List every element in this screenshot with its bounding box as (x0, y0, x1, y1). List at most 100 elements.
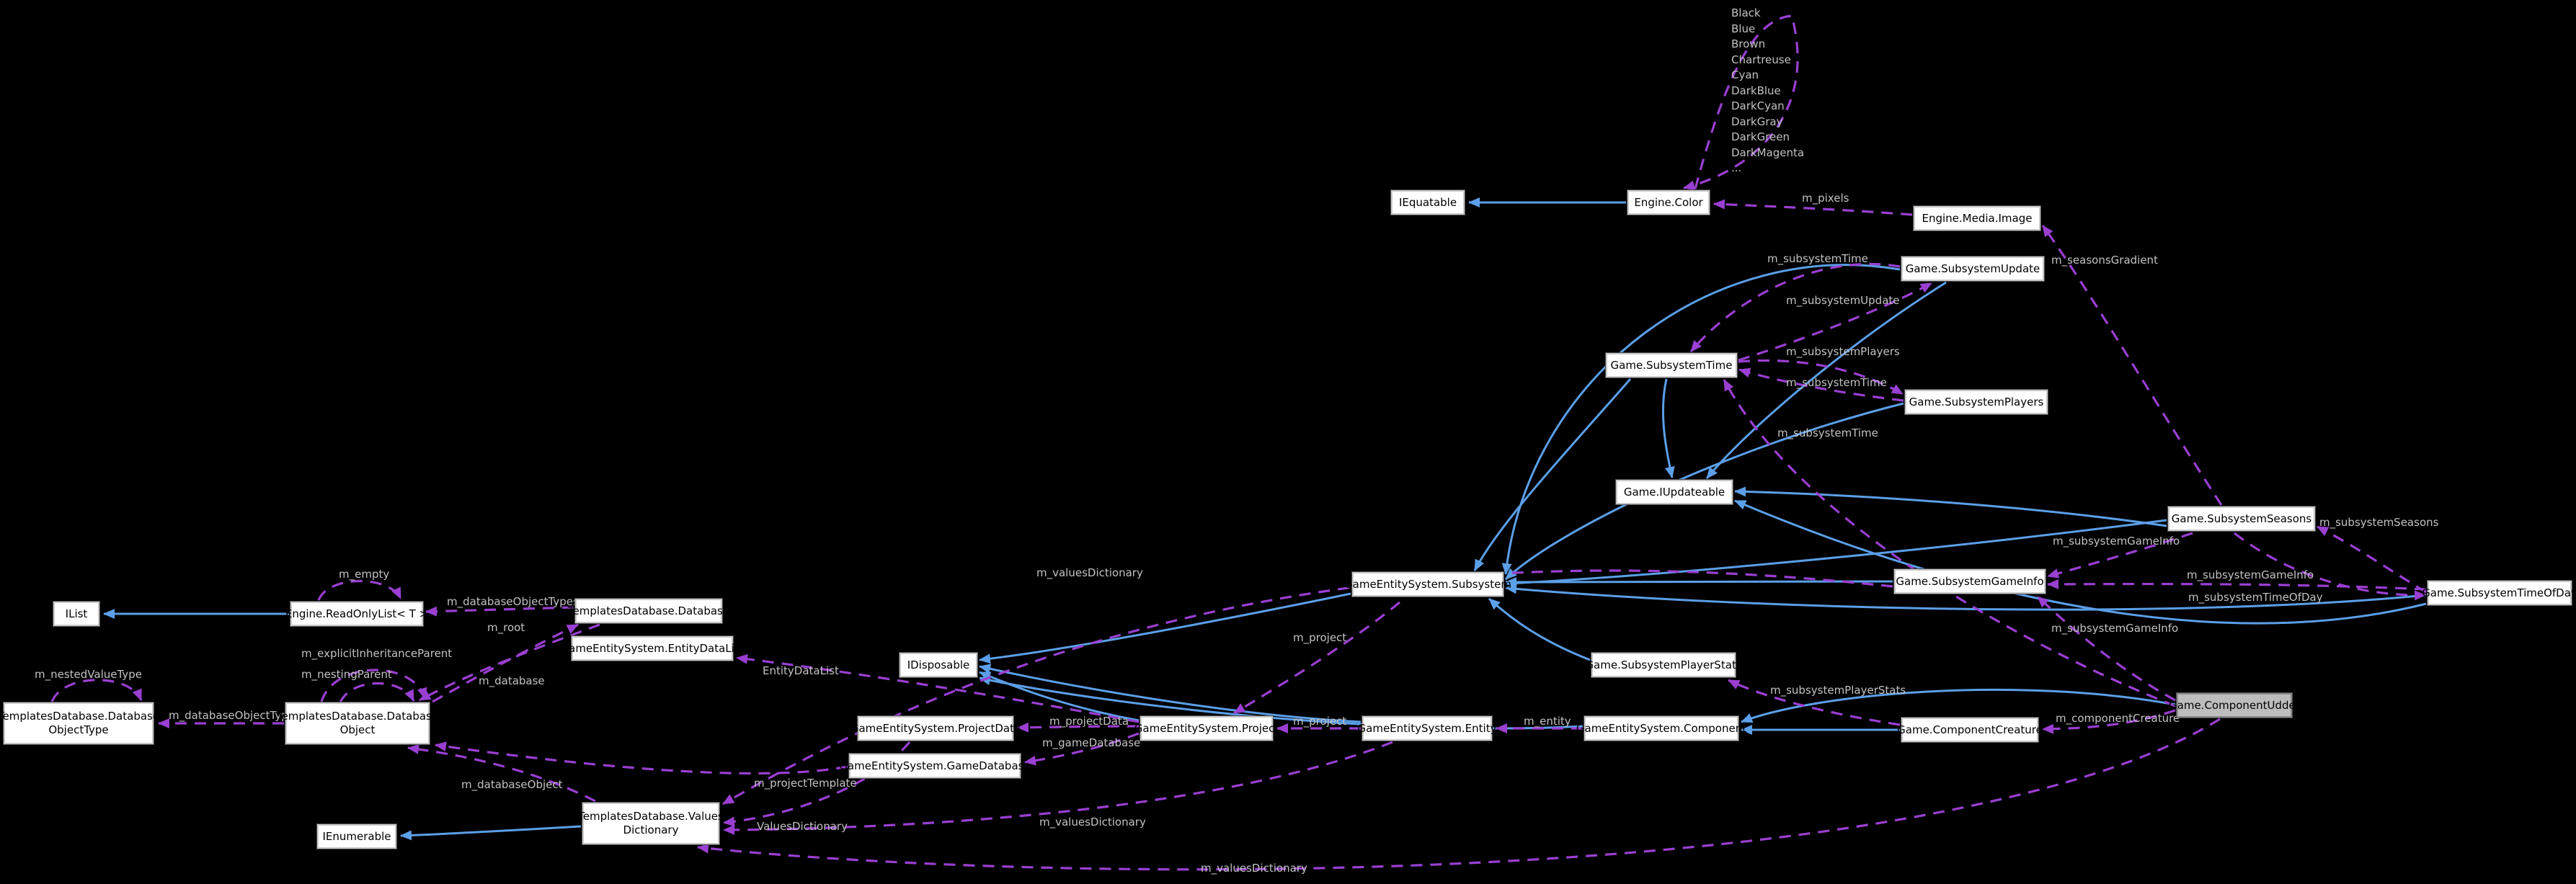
class-node-label: Engine.ReadOnlyList< T > (285, 607, 429, 620)
class-node-label: Game.SubsystemSeasons (2171, 512, 2312, 525)
class-node-label: Engine.Media.Image (1922, 211, 2033, 225)
class-node-label: GameEntitySystem.ProjectData (850, 721, 1021, 735)
class-node-label: GameEntitySystem.Component (1576, 721, 1747, 735)
usage-edge-database-databaseobject (419, 623, 600, 702)
edge-label-subsystemtime-subsystemupdate: m_subsystemUpdate (1786, 294, 1900, 308)
inheritance-edge-gesubsystem-idisposable (979, 592, 1351, 664)
usage-edge-project-gamedatabase (1024, 732, 1140, 766)
class-node-readonlylist[interactable]: Engine.ReadOnlyList< T > (285, 602, 428, 626)
class-node-iupdateable[interactable]: Game.IUpdateable (1616, 480, 1733, 504)
inheritance-edge-subsystemtimeofday-iupdateable (1734, 499, 2427, 625)
edge-label-database-databaseobject: m_root (487, 621, 525, 635)
edge-label-seasons-gameinfo: m_subsystemGameInfo (2053, 535, 2180, 548)
edge-label-subsystemplayers-subsystemtime: m_subsystemTime (1786, 376, 1887, 390)
color-member-item: DarkCyan (1731, 99, 1785, 112)
edge-label-databaseobject-self2: m_nestingParent (301, 668, 392, 682)
edge-label-udder-gameinfo: m_subsystemGameInfo (2051, 622, 2178, 635)
color-member-item: DarkGreen (1731, 130, 1790, 143)
inheritance-edge-entity-idisposable (979, 664, 1362, 723)
class-node-label: ObjectType (48, 723, 109, 736)
class-node-playerstats[interactable]: Game.SubsystemPlayerStats (1585, 653, 1742, 677)
edge-label-subsystemupdate-subsystemtime: m_subsystemTime (1767, 252, 1868, 266)
class-node-creature[interactable]: Game.ComponentCreature (1897, 718, 2043, 742)
usage-edge-timeofday-seasons (2317, 525, 2427, 594)
edge-label-project-gamedatabase: m_gameDatabase (1042, 736, 1140, 750)
class-node-label: Game.ComponentUdder (2169, 698, 2300, 712)
class-node-gesubsystem[interactable]: GameEntitySystem.Subsystem (1344, 572, 1511, 597)
class-node-subsystemseasons[interactable]: Game.SubsystemSeasons (2168, 506, 2315, 531)
class-node-label: IEquatable (1398, 195, 1457, 209)
usage-edge-color-self (1683, 14, 1799, 191)
usage-edge-component-valuesdict (697, 718, 2221, 871)
color-member-item: Blue (1731, 22, 1756, 35)
class-node-component[interactable]: GameEntitySystem.Component (1576, 716, 1746, 741)
usage-edge-entity-valuesdict (723, 741, 1393, 835)
class-node-label: Game.IUpdateable (1623, 485, 1726, 499)
edge-label-seasons-timeofday: m_subsystemTimeOfDay (2188, 591, 2323, 604)
edge-label-databaseobject-databaseobjecttype: m_databaseObjectType (169, 709, 295, 723)
edge-label-subsystemtime-subsystemplayers: m_subsystemPlayers (1786, 345, 1900, 359)
usage-edge-databaseobject-self2 (339, 682, 415, 703)
class-node-project[interactable]: GameEntitySystem.Project (1134, 716, 1279, 741)
class-node-subsystemtime[interactable]: Game.SubsystemTime (1606, 353, 1737, 378)
usage-edge-udder-subsystemtime (1723, 379, 2176, 707)
class-node-subsystemtimeofday[interactable]: Game.SubsystemTimeOfDay (2422, 581, 2576, 605)
class-node-color[interactable]: Engine.Color (1627, 190, 1710, 215)
class-node-entity[interactable]: GameEntitySystem.Entity (1358, 716, 1496, 741)
class-node-gamedatabase[interactable]: GameEntitySystem.GameDatabase (839, 754, 1031, 778)
usage-edge-seasons-image (2041, 225, 2223, 506)
usage-edge-valuesdict-databaseobject (407, 744, 596, 803)
inheritance-edge-valuesdict-ienumerable (400, 825, 582, 841)
usage-edge-udder-creature (2042, 709, 2176, 734)
inheritance-edge-subsystemtime-gesubsystem (1473, 378, 1632, 571)
color-member-item: Cyan (1731, 68, 1759, 81)
usage-edge-project-entitydatalist (736, 653, 1140, 723)
inheritance-edge-subsystemtimeofday-gesubsystem (1505, 584, 2427, 611)
edge-label-image-color: m_pixels (1802, 192, 1849, 205)
class-node-label: Game.SubsystemUpdate (1905, 262, 2040, 275)
class-node-ilist[interactable]: IList (53, 602, 99, 626)
usage-edge-gamedatabase-databaseobject (435, 741, 848, 775)
usage-edge-project-projectdata (1017, 722, 1140, 733)
class-node-subsystemgameinfo[interactable]: Game.SubsystemGameInfo (1894, 569, 2046, 594)
color-member-item: Brown (1731, 37, 1766, 50)
class-node-database[interactable]: TemplatesDatabase.Database (568, 599, 729, 623)
usage-edge-subsystemtime-subsystemupdate (1738, 282, 1932, 362)
class-node-subsystemupdate[interactable]: Game.SubsystemUpdate (1901, 256, 2044, 281)
edge-label-gameinfo-valuesdict: m_valuesDictionary (1036, 566, 1143, 580)
class-node-image[interactable]: Engine.Media.Image (1914, 206, 2040, 231)
class-node-label: Dictionary (623, 823, 679, 836)
class-node-label: Engine.Color (1634, 195, 1703, 209)
class-node-ienumerable[interactable]: IEnumerable (317, 824, 396, 849)
class-node-iequatable[interactable]: IEquatable (1391, 190, 1465, 215)
class-node-label: Game.SubsystemPlayerStats (1585, 658, 1742, 671)
edge-label-seasons-image: m_seasonsGradient (2051, 254, 2158, 267)
usage-edge-subsystemplayers-subsystemtime (1738, 367, 1904, 402)
class-node-subsystemplayers[interactable]: Game.SubsystemPlayers (1905, 390, 2048, 414)
edge-label-udder-subsystemtime: m_subsystemTime (1777, 427, 1878, 440)
edge-label-timeofday-seasons: m_subsystemSeasons (2319, 516, 2439, 530)
class-node-idisposable[interactable]: IDisposable (900, 653, 977, 677)
usage-edge-image-color (1713, 199, 1913, 216)
edge-label-projectdata-valuesdict: ValuesDictionary (757, 820, 848, 833)
class-node-udder[interactable]: Game.ComponentUdder (2169, 693, 2300, 718)
inheritance-edge-subsystemgameinfo-gesubsystem (1505, 576, 1893, 587)
inheritance-edge-playerstats-gesubsystem (1488, 597, 1591, 661)
edge-label-gesubsystem-project: m_project (1293, 631, 1346, 645)
class-node-label: Object (339, 723, 376, 736)
class-node-projectdata[interactable]: GameEntitySystem.ProjectData (850, 716, 1021, 741)
inheritance-edge-subsystemseasons-iupdateable (1734, 486, 2167, 527)
edge-label-entity-project: m_project (1293, 715, 1346, 728)
edge-label-gamedatabase-databaseobject: m_projectTemplate (754, 777, 857, 790)
inheritance-edge-subsystemtime-iupdateable (1661, 378, 1675, 478)
class-node-label: IDisposable (907, 658, 970, 671)
class-node-label: Game.SubsystemTime (1610, 358, 1733, 372)
usage-edge-creature-playerstats (1728, 679, 1901, 726)
class-node-entitydatalist[interactable]: GameEntitySystem.EntityDataList (561, 636, 745, 661)
class-node-label: GameEntitySystem.EntityDataList (560, 641, 745, 655)
usage-edge-databaseobjecttype-self (50, 679, 143, 702)
